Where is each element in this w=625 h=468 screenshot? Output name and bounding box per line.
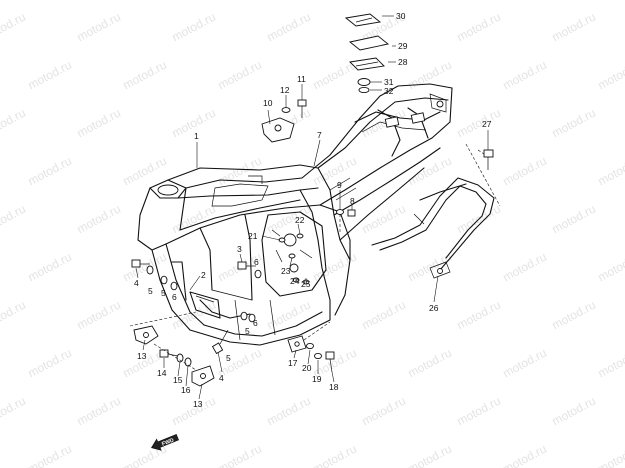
- callout-31: 31: [384, 77, 394, 87]
- callout-25: 25: [301, 279, 311, 289]
- callout-6-a: 6: [172, 292, 177, 302]
- part-28-bracket: [349, 57, 385, 71]
- leader-lines: [129, 15, 501, 400]
- part-4-bolt-lower: [211, 329, 229, 355]
- callout-5-b: 5: [161, 288, 166, 298]
- part-5-6-washers: [146, 265, 262, 323]
- callout-2: 2: [201, 270, 206, 280]
- part-31-32-nut-washer: [357, 78, 371, 94]
- main-frame: [137, 164, 351, 346]
- part-18-bolt: [325, 351, 335, 373]
- callout-4-left: 4: [134, 278, 139, 288]
- callout-16: 16: [181, 385, 191, 395]
- forward-arrow-icon: [151, 434, 179, 451]
- callout-20: 20: [302, 363, 312, 373]
- callout-9: 9: [337, 180, 342, 190]
- callout-26: 26: [429, 303, 439, 313]
- part-15-16-washers: [176, 353, 192, 367]
- part-19-20-washers: [306, 342, 322, 360]
- part-17-bracket: [287, 335, 307, 353]
- part-13-bracket-lower: [191, 365, 215, 387]
- callout-11: 11: [297, 74, 306, 84]
- callout-13-b: 13: [193, 399, 203, 409]
- seat-rail-frame: [301, 83, 453, 241]
- part-8-9-bolts: [336, 209, 356, 217]
- part-12-washer: [281, 107, 291, 113]
- callout-4-lower: 4: [219, 373, 224, 383]
- callout-27: 27: [482, 119, 492, 129]
- callout-23: 23: [281, 266, 291, 276]
- callout-12: 12: [280, 85, 290, 95]
- callout-28: 28: [398, 57, 408, 67]
- forward-label: FWD: [161, 437, 175, 447]
- callout-labels: 1 2 3 4 4 5 5 5 5 6 6 6 7 8 9 10 11 12 1…: [134, 11, 492, 409]
- callout-19: 19: [312, 374, 322, 384]
- callout-5-a: 5: [148, 286, 153, 296]
- part-10-bracket: [261, 117, 295, 143]
- callout-32: 32: [384, 86, 394, 96]
- callout-29: 29: [398, 41, 408, 51]
- callout-10: 10: [263, 98, 273, 108]
- callout-7: 7: [317, 130, 322, 140]
- part-13-bracket-left: [133, 325, 159, 345]
- callout-6-c: 6: [253, 318, 258, 328]
- callout-6-b: 6: [254, 257, 259, 267]
- callout-5-d: 5: [226, 353, 231, 363]
- callout-1: 1: [194, 131, 199, 141]
- part-11-bolt: [297, 99, 307, 118]
- callout-14: 14: [157, 368, 167, 378]
- callout-13-a: 13: [137, 351, 147, 361]
- callout-30: 30: [396, 11, 406, 21]
- part-30-clamp: [344, 13, 382, 27]
- callout-17: 17: [288, 358, 298, 368]
- forward-direction-tag: FWD: [151, 434, 179, 451]
- part-29-pad: [348, 35, 390, 51]
- callout-22: 22: [295, 215, 305, 225]
- rear-bracket: [371, 177, 495, 279]
- callout-15: 15: [173, 375, 183, 385]
- callout-24: 24: [290, 276, 300, 286]
- callout-18: 18: [329, 382, 339, 392]
- part-4-bolt-left: [131, 259, 150, 268]
- callout-8: 8: [350, 196, 355, 206]
- callout-21: 21: [248, 231, 258, 241]
- callout-3: 3: [237, 244, 242, 254]
- part-27-bolt: [483, 149, 494, 170]
- callout-5-c: 5: [245, 326, 250, 336]
